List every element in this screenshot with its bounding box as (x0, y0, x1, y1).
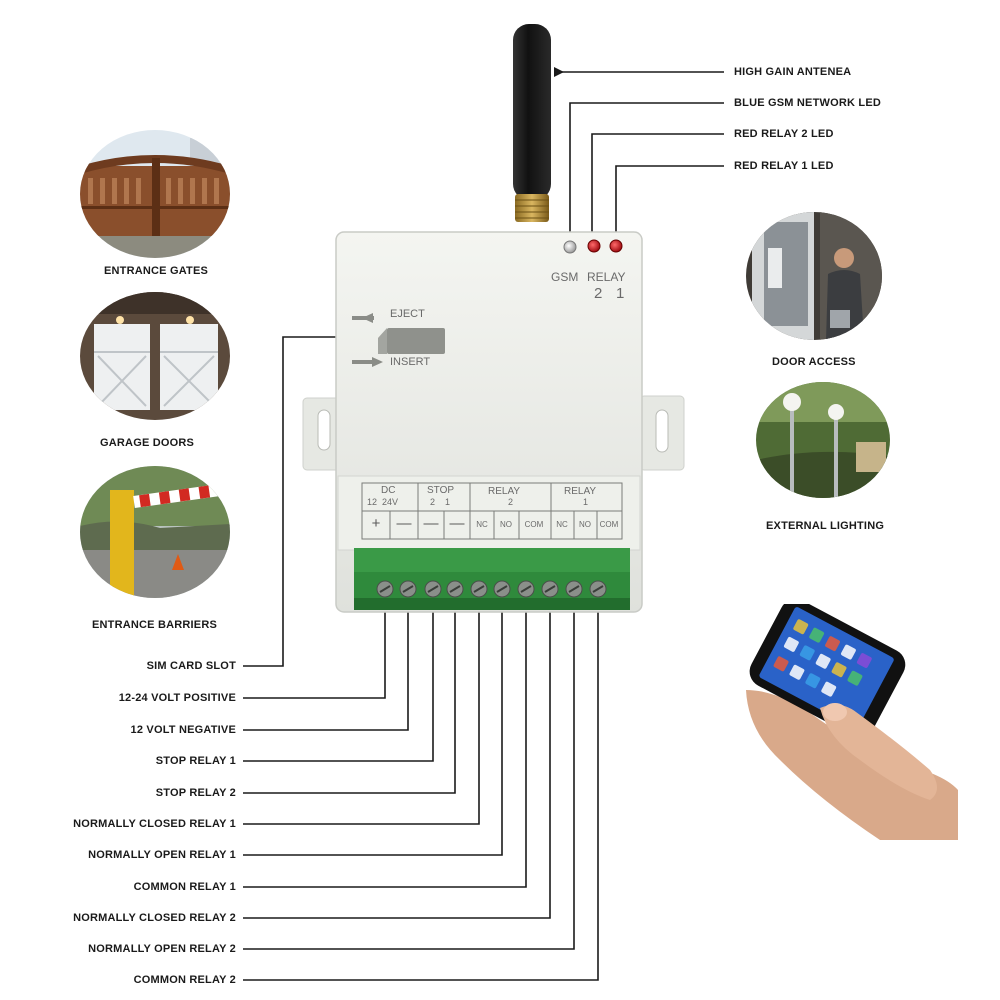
terminal-legend-cell: COM (524, 520, 544, 529)
no-relay-1-label: NORMALLY OPEN RELAY 1 (88, 849, 236, 861)
stop-sub-header: 2 1 (430, 497, 451, 507)
gsm-led-label: GSM (551, 270, 579, 284)
terminal-legend-grid (361, 482, 623, 540)
relay2-led-callout-label: RED RELAY 2 LED (734, 128, 834, 140)
terminal-legend-cell: — (449, 515, 465, 532)
terminal-legend-cell: NC (476, 520, 488, 529)
antenna-callout-label: HIGH GAIN ANTENEA (734, 66, 852, 78)
relay1-led-number: 1 (616, 285, 625, 302)
dc-sub-header: 12 24V (367, 497, 399, 507)
entrance-barriers-photo (80, 466, 230, 598)
terminal-block (354, 548, 630, 610)
terminal-screw-slot (544, 585, 556, 593)
terminal-legend-cell: — (423, 515, 439, 532)
gsm-led-callout-label: BLUE GSM NETWORK LED (734, 97, 881, 109)
com-relay-2-line (243, 612, 599, 981)
terminal-screw-slot (402, 585, 414, 593)
no-relay-1-line (243, 612, 503, 856)
nc-relay-1-label: NORMALLY CLOSED RELAY 1 (73, 818, 236, 830)
stop-relay-2-line (243, 612, 456, 794)
com-relay-1-label: COMMON RELAY 1 (133, 881, 236, 893)
sim-card-slot-label: SIM CARD SLOT (146, 660, 236, 672)
terminal-screw-slot (379, 585, 391, 593)
terminal-screw-slot (592, 585, 604, 593)
no-relay-2-label: NORMALLY OPEN RELAY 2 (88, 943, 236, 955)
com-relay-1-line (243, 612, 527, 888)
12v-negative-label: 12 VOLT NEGATIVE (130, 724, 236, 736)
terminal-legend-cell: COM (599, 520, 619, 529)
entrance-gates-photo (80, 130, 230, 258)
12-24v-positive-line (243, 612, 386, 699)
12-24v-positive-label: 12-24 VOLT POSITIVE (118, 692, 236, 704)
terminal-screw-slot (496, 585, 508, 593)
relay2-led (587, 239, 601, 253)
terminal-screw-slot (473, 585, 485, 593)
entrance-barriers-label: ENTRANCE BARRIERS (92, 619, 218, 631)
nc-relay-1-line (243, 612, 480, 825)
external-lighting-photo (756, 382, 890, 498)
external-lighting-label: EXTERNAL LIGHTING (766, 520, 885, 532)
sim-insert-label: INSERT (390, 356, 431, 368)
relay2-led-callout-line (587, 133, 724, 246)
dc-header: DC (381, 485, 396, 496)
stop-header: STOP (427, 485, 455, 496)
sim-card-slot[interactable] (352, 313, 445, 367)
antenna (513, 24, 551, 222)
12v-negative-line (243, 612, 409, 731)
smartphone-in-hand (746, 604, 958, 840)
terminal-screw-slot (427, 585, 439, 593)
relay1-header-number: 1 (583, 497, 589, 507)
terminal-screw-slot (520, 585, 532, 593)
relay1-header: RELAY (564, 486, 597, 497)
stop-relay-1-label: STOP RELAY 1 (155, 755, 236, 767)
stop-relay-1-line (243, 612, 434, 762)
relay1-led-callout-line (611, 165, 724, 246)
nc-relay-2-line (243, 612, 551, 919)
terminal-screw-slot (568, 585, 580, 593)
gsm-led (563, 240, 577, 254)
terminal-legend-cell: NO (500, 520, 512, 529)
relay2-header: RELAY (488, 486, 521, 497)
door-access-photo (746, 212, 882, 340)
relay2-header-number: 2 (508, 497, 514, 507)
terminal-legend-cell: + (371, 515, 381, 532)
gsm-relay-device (302, 24, 685, 613)
door-access-label: DOOR ACCESS (772, 356, 856, 368)
terminal-legend-cell: NC (556, 520, 568, 529)
com-relay-2-label: COMMON RELAY 2 (133, 974, 236, 986)
relay1-led (609, 239, 623, 253)
relay2-led-number: 2 (594, 285, 603, 302)
terminal-legend-cell: — (396, 515, 412, 532)
no-relay-2-line (243, 612, 575, 950)
relay1-led-callout-label: RED RELAY 1 LED (734, 160, 834, 172)
sim-eject-label: EJECT (390, 308, 425, 320)
terminal-screw-slot (449, 585, 461, 593)
garage-doors-label: GARAGE DOORS (100, 437, 195, 449)
entrance-gates-label: ENTRANCE GATES (104, 265, 209, 277)
garage-doors-photo (80, 292, 230, 420)
sim-card-slot-line (243, 336, 336, 667)
nc-relay-2-label: NORMALLY CLOSED RELAY 2 (73, 912, 236, 924)
relay-led-label: RELAY (587, 270, 626, 284)
status-leds (563, 239, 623, 254)
gsm-led-callout-line (565, 102, 724, 246)
stop-relay-2-label: STOP RELAY 2 (155, 787, 236, 799)
terminal-legend-cell: NO (579, 520, 591, 529)
